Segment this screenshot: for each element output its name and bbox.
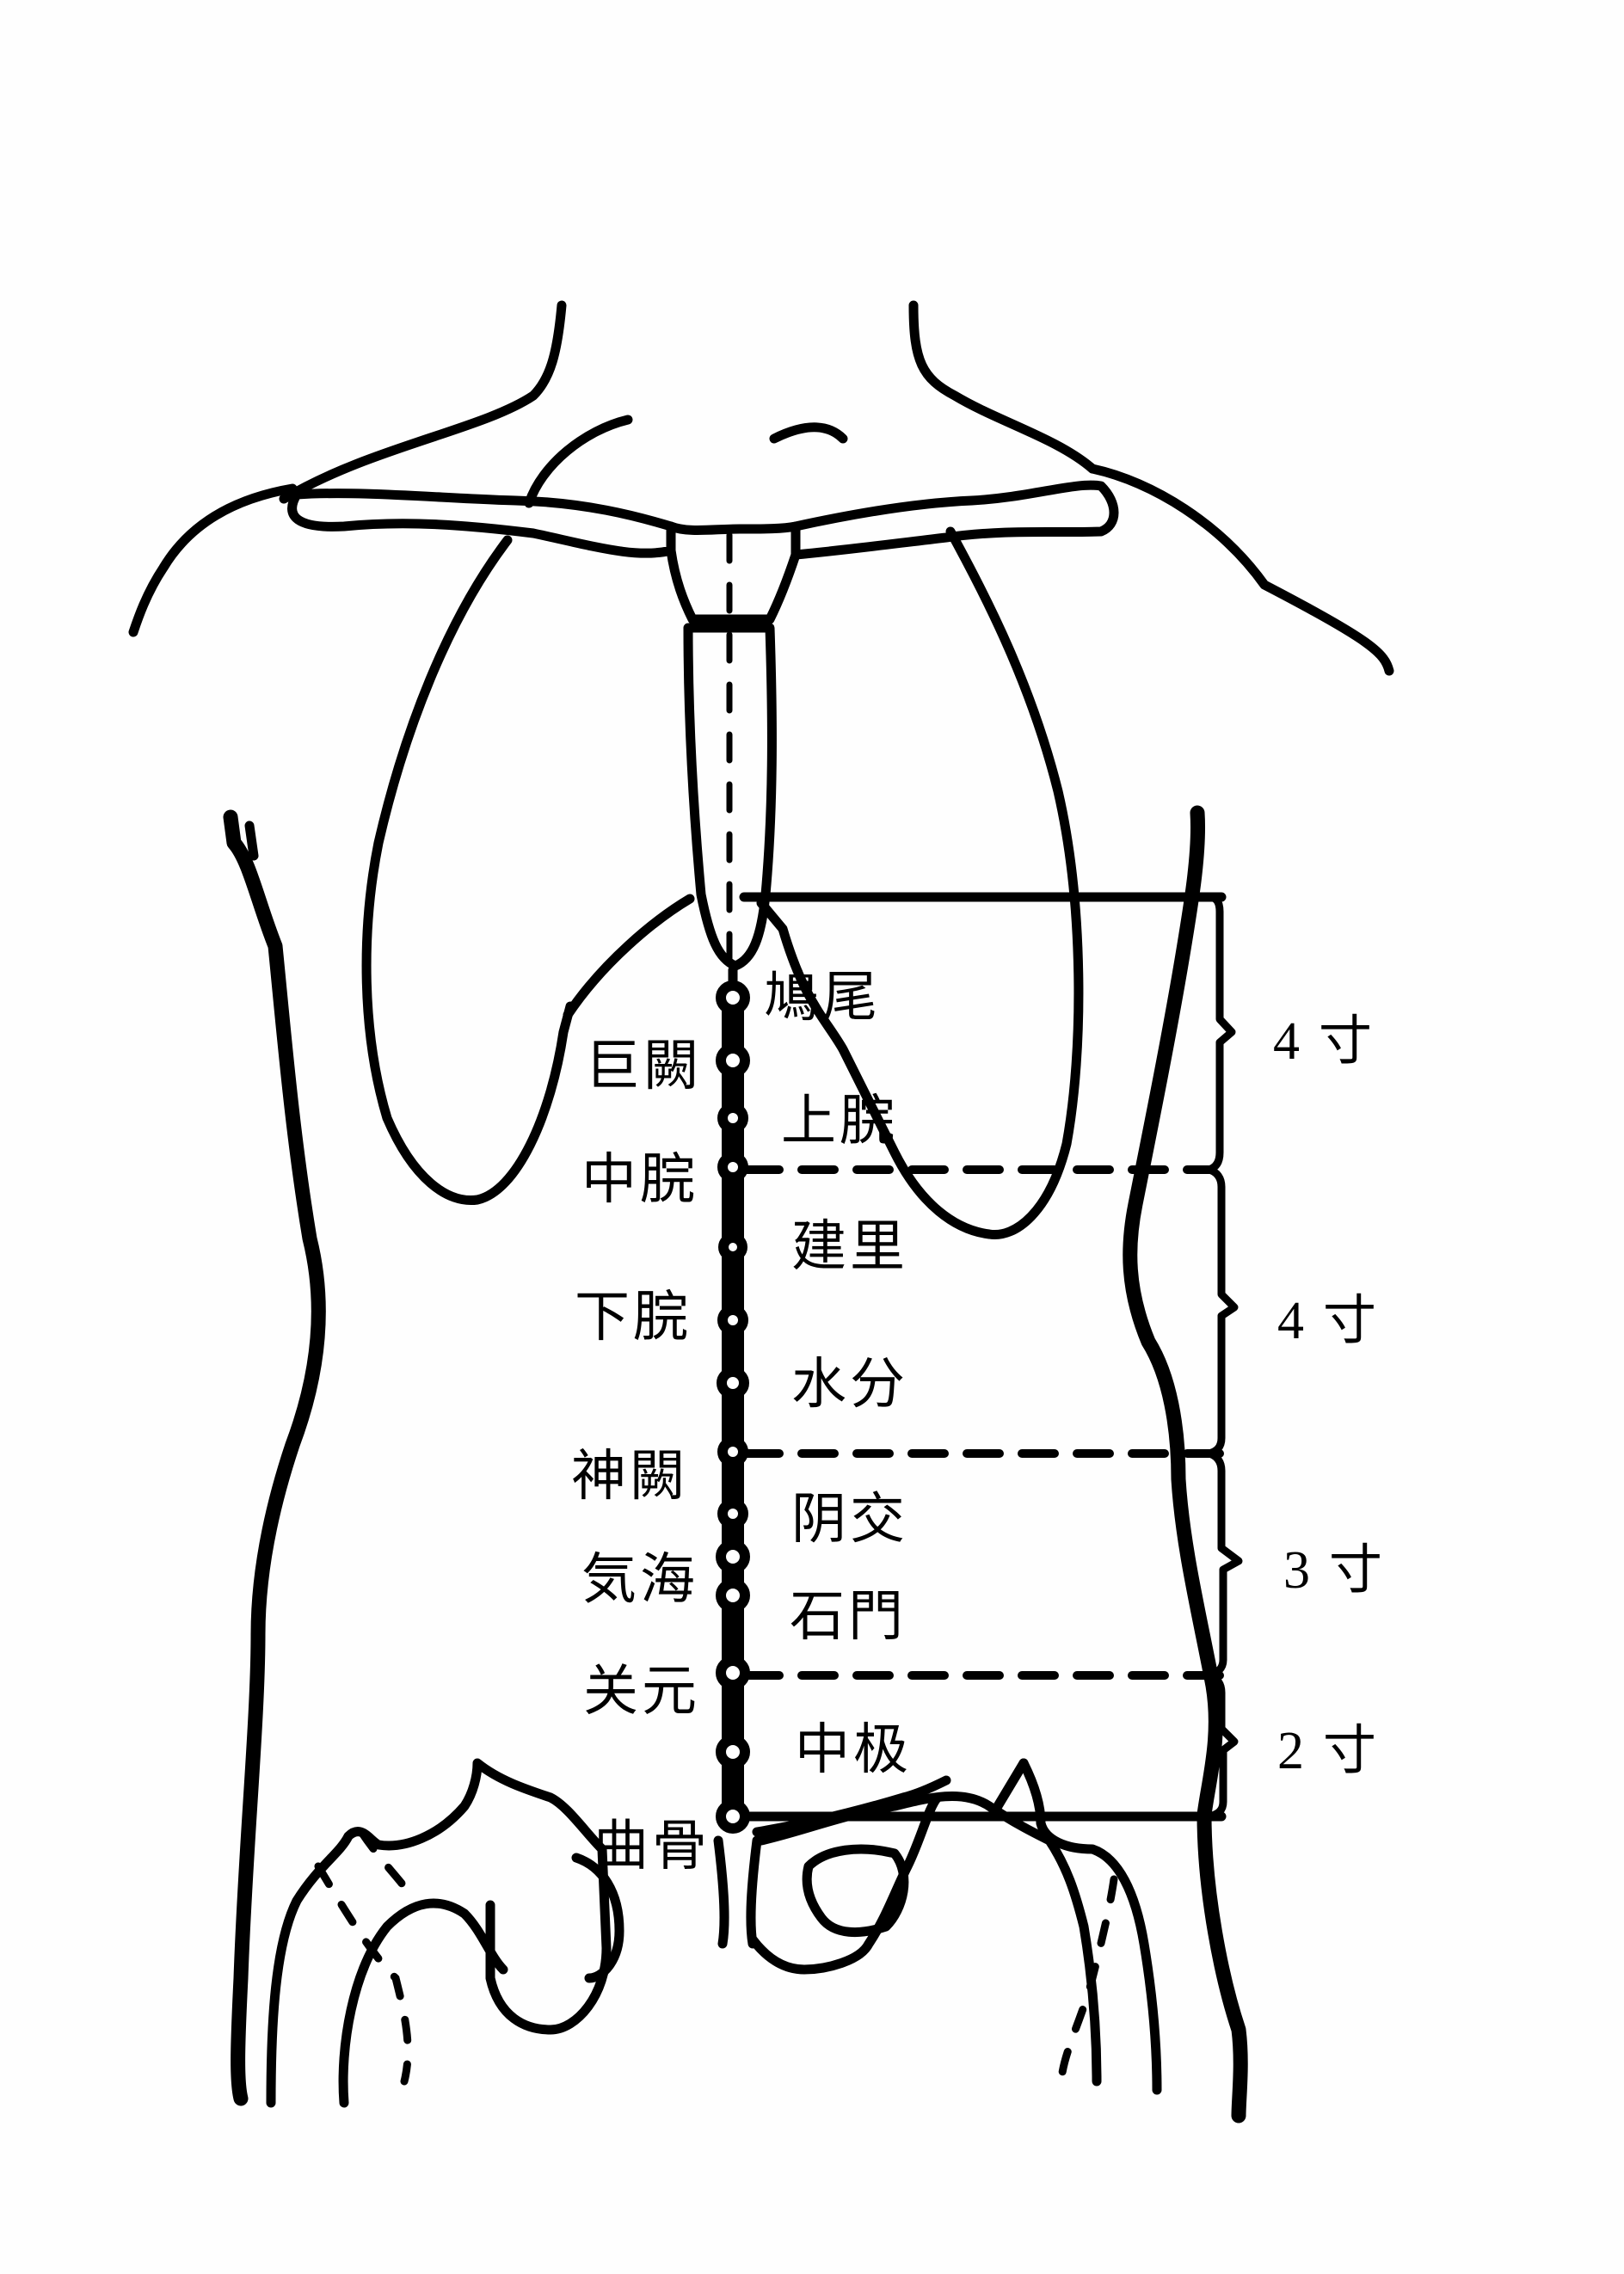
ribcage-left-outline: [361, 535, 575, 1206]
acupoint-juque[interactable]: [716, 1043, 750, 1078]
clavicle-left: [287, 489, 676, 558]
pelvis-right-inner: [747, 1792, 943, 1975]
pelvis-left-acetabulum: [571, 1853, 624, 1983]
acupoint-shenque[interactable]: [717, 1436, 748, 1467]
torso-right-outline: [1123, 805, 1248, 2123]
acupoint-jianli[interactable]: [718, 1232, 747, 1262]
bracket-4cun-lower: [1204, 1165, 1239, 1458]
chest-inner-left: [524, 415, 633, 508]
acupoint-zhongwan[interactable]: [717, 1152, 748, 1183]
label-jiuwei: 鳩尾: [764, 966, 881, 1029]
bracket-4cun-upper: [1204, 893, 1236, 1174]
measure-value: 4: [1273, 1012, 1300, 1071]
sternum-body: [683, 623, 777, 971]
acupoint-shimen[interactable]: [716, 1578, 750, 1613]
manubrium: [666, 521, 801, 624]
measure-unit: 寸: [1323, 1722, 1377, 1780]
pelvis-left-inner: [338, 1898, 508, 2108]
label-qugu: 曲骨: [594, 1815, 710, 1878]
label-shenque: 神闕: [571, 1445, 688, 1509]
inguinal-ligament: [752, 1775, 951, 1837]
acupoint-qihai[interactable]: [716, 1540, 750, 1574]
shoulder-left-outline: [128, 483, 298, 637]
label-zhongwan: 中脘: [581, 1148, 698, 1212]
label-zhongji: 中极: [795, 1718, 912, 1782]
pelvis-left-dotted: [314, 1862, 412, 2086]
pubic-symphysis-left: [713, 1835, 729, 1949]
bracket-3cun: [1204, 1449, 1243, 1680]
ribcage-right-outline: [756, 526, 1084, 1240]
measure-unit: 寸: [1319, 1012, 1373, 1071]
label-yinjiao: 阴交: [791, 1488, 908, 1552]
measure-value: 3: [1283, 1541, 1310, 1600]
label-juque: 巨闕: [585, 1035, 702, 1098]
torso-left-outline: [223, 809, 326, 2106]
measure-value: 4: [1277, 1292, 1304, 1350]
torso-left-notch: [244, 820, 259, 861]
pelvis-left-dotted-2: [357, 1828, 413, 1896]
pelvis-right-spine: [993, 1758, 1029, 1811]
costal-arch-left: [563, 894, 695, 1020]
measure-unit: 寸: [1329, 1541, 1383, 1600]
acupoint-guanyuan[interactable]: [716, 1656, 750, 1690]
acupoint-zhongji[interactable]: [716, 1735, 750, 1769]
acupoint-shangwan[interactable]: [717, 1103, 748, 1134]
measure-value: 2: [1277, 1722, 1304, 1780]
label-jianli: 建里: [791, 1215, 908, 1279]
acupoint-yinjiao[interactable]: [717, 1498, 748, 1529]
label-shimen: 石門: [790, 1585, 907, 1649]
acupoint-jiuwei[interactable]: [716, 980, 750, 1015]
pelvis-right-dotted: [1058, 1875, 1118, 2077]
measure-unit: 寸: [1323, 1292, 1377, 1350]
label-qihai: 気海: [581, 1548, 698, 1612]
acupoint-xiawan[interactable]: [717, 1305, 748, 1336]
bracket-2cun: [1204, 1671, 1239, 1821]
clavicle-right: [790, 480, 1119, 560]
label-shangwan: 上脘: [781, 1090, 898, 1153]
shoulder-right-outline: [1087, 464, 1394, 676]
neck-right-outline: [908, 300, 1098, 474]
acupoints: [716, 980, 750, 1834]
chest-inner-right: [769, 422, 848, 444]
label-xiawan: 下脘: [575, 1286, 692, 1349]
pubic-symphysis-right: [746, 1835, 762, 1949]
label-shuifen: 水分: [791, 1353, 908, 1417]
label-guanyuan: 关元: [583, 1660, 700, 1724]
pelvis-right-obturator: [802, 1844, 909, 1938]
acupoint-shuifen[interactable]: [717, 1367, 749, 1399]
neck-left-outline: [279, 300, 567, 504]
acupoint-qugu[interactable]: [716, 1799, 750, 1834]
pelvis-left-ilium: [266, 1758, 612, 2108]
